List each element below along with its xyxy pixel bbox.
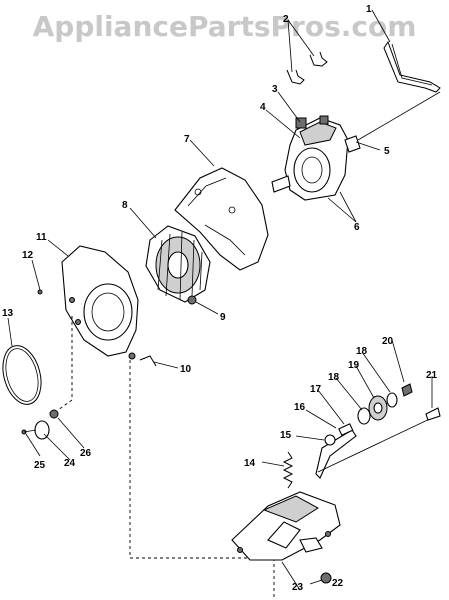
ground-wire xyxy=(57,316,73,411)
callout-18a: 18 xyxy=(328,372,340,383)
drive-belt xyxy=(383,40,441,93)
callout-25: 25 xyxy=(34,460,46,471)
blower-housing xyxy=(61,245,139,360)
callout-9: 9 xyxy=(220,312,226,323)
callout-3: 3 xyxy=(272,84,278,95)
wire-clip xyxy=(139,355,157,367)
callout-8: 8 xyxy=(122,200,128,211)
callout-21: 21 xyxy=(426,370,438,381)
drive-motor xyxy=(271,115,361,201)
idler-pulley xyxy=(324,383,441,446)
idler-spring xyxy=(282,451,294,489)
callout-16: 16 xyxy=(294,402,306,413)
ground-wire-2 xyxy=(129,360,275,598)
callout-15: 15 xyxy=(280,430,292,441)
callout-5: 5 xyxy=(384,146,390,157)
leader-lines xyxy=(7,9,433,591)
callout-6: 6 xyxy=(354,222,360,233)
callout-20: 20 xyxy=(382,336,394,347)
callout-labels: 1 2 3 4 5 6 7 8 9 10 11 12 13 14 15 16 1… xyxy=(2,4,438,593)
idler-bracket xyxy=(231,491,341,561)
callout-13: 13 xyxy=(2,308,14,319)
screw-12 xyxy=(37,289,43,295)
motor-clip xyxy=(286,51,328,85)
callout-19: 19 xyxy=(348,360,360,371)
callout-23: 23 xyxy=(292,582,304,593)
callout-24: 24 xyxy=(64,458,76,469)
screw-9 xyxy=(187,295,197,305)
callout-4: 4 xyxy=(260,102,266,113)
watermark: AppliancePartsPros.com xyxy=(32,10,417,43)
callout-17: 17 xyxy=(310,384,322,395)
nut-22 xyxy=(320,572,332,584)
blower-shroud xyxy=(174,167,269,271)
callout-14: 14 xyxy=(244,458,256,469)
callout-1: 1 xyxy=(366,4,372,15)
callout-2: 2 xyxy=(283,14,289,25)
idler-arm xyxy=(315,415,437,479)
idler-parts xyxy=(21,409,59,440)
callout-10: 10 xyxy=(180,364,192,375)
callout-11: 11 xyxy=(36,232,47,243)
callout-18b: 18 xyxy=(356,346,368,357)
blower-seal xyxy=(2,345,42,405)
callout-12: 12 xyxy=(22,250,34,261)
callout-26: 26 xyxy=(80,448,92,459)
callout-22: 22 xyxy=(332,578,344,589)
blower-wheel xyxy=(145,225,211,303)
callout-7: 7 xyxy=(184,134,190,145)
